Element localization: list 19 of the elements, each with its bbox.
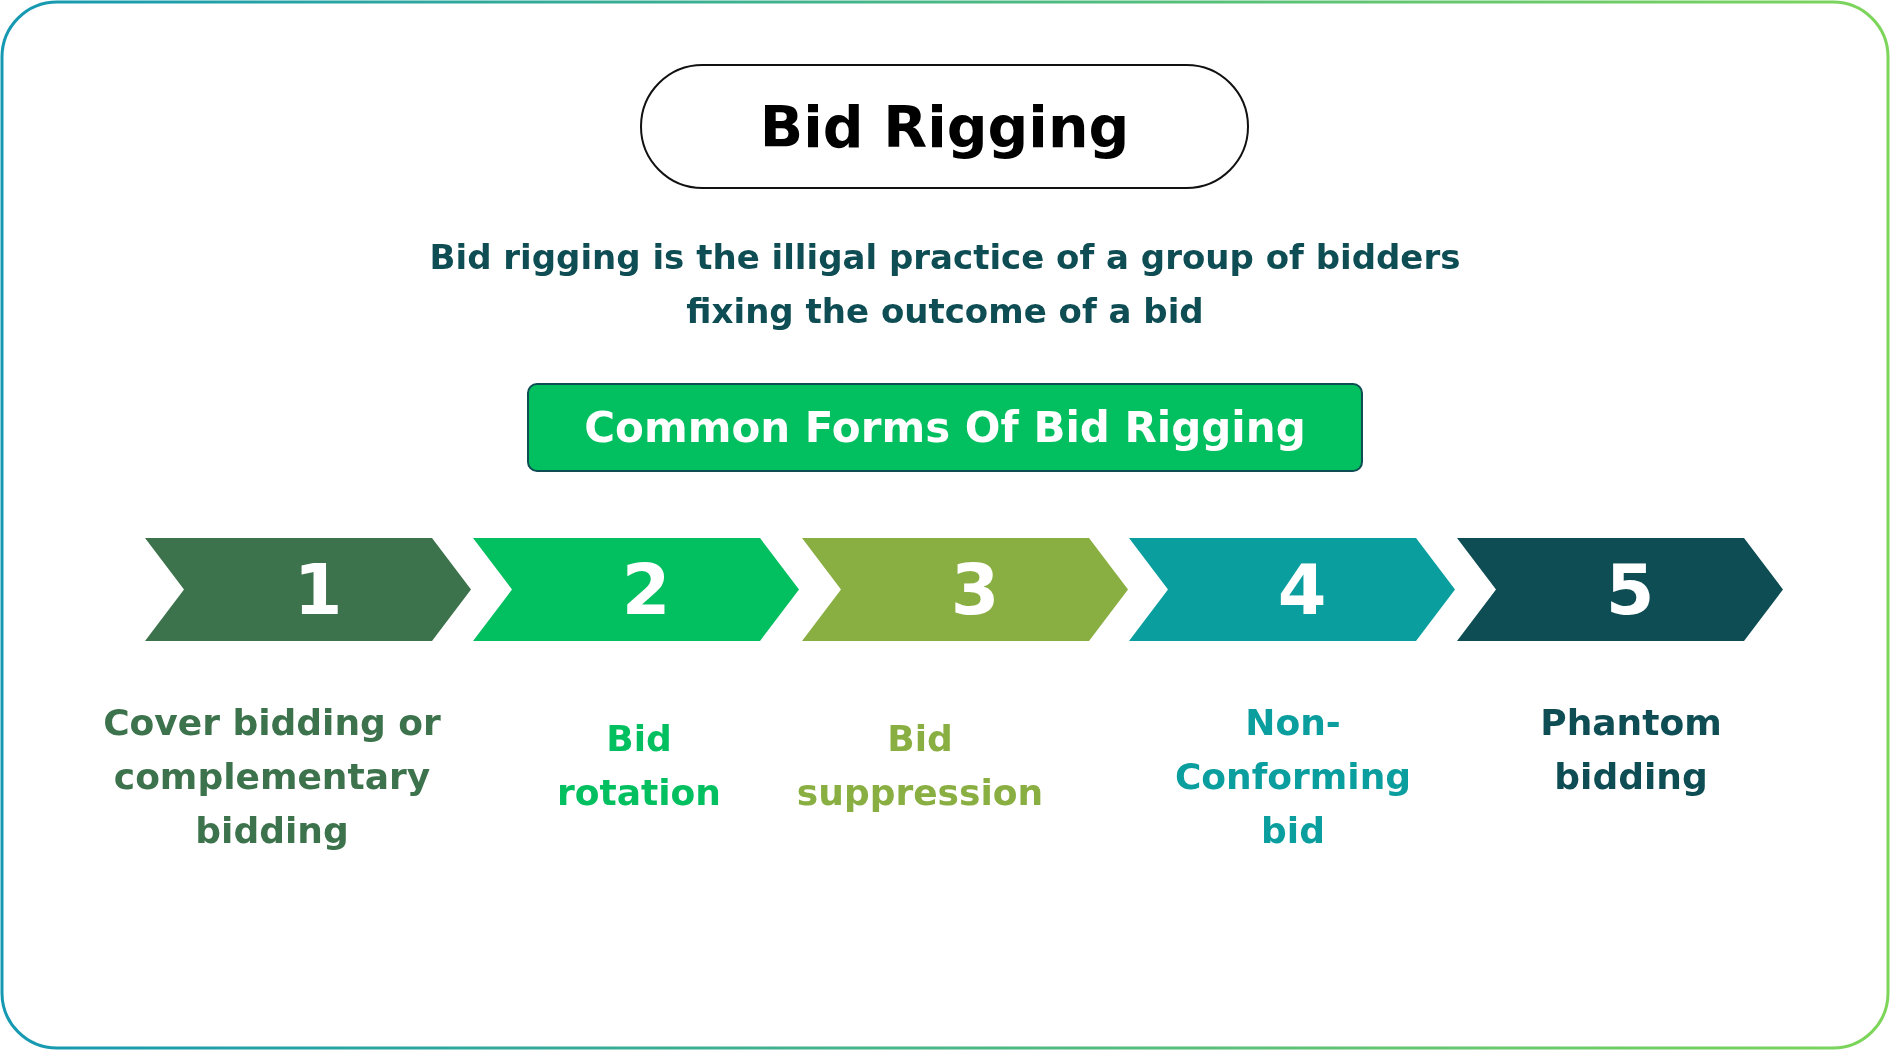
step-number: 2 xyxy=(621,554,671,625)
banner-text: Common Forms Of Bid Rigging xyxy=(584,403,1306,452)
step-label: Non-Conforming bid xyxy=(1173,701,1413,853)
step-label: Bid rotation xyxy=(556,717,722,815)
step-number: 4 xyxy=(1277,554,1327,625)
step-label: Phantom bidding xyxy=(1539,701,1723,799)
process-step xyxy=(145,538,471,641)
description-text: Bid rigging is the illigal practice of a group of bidders fixing the outcome of a bid xyxy=(428,236,1462,333)
process-step xyxy=(1457,538,1783,641)
process-step xyxy=(1129,538,1455,641)
step-number: 1 xyxy=(293,554,343,625)
step-number: 3 xyxy=(950,554,1000,625)
step-label: Bid suppression xyxy=(795,717,1045,815)
heading-banner xyxy=(527,383,1363,472)
step-number: 5 xyxy=(1605,554,1655,625)
process-step xyxy=(802,538,1128,641)
title: Bid Rigging xyxy=(640,64,1249,189)
process-step xyxy=(473,538,799,641)
step-label: Cover bidding or complementary bidding xyxy=(102,701,442,853)
